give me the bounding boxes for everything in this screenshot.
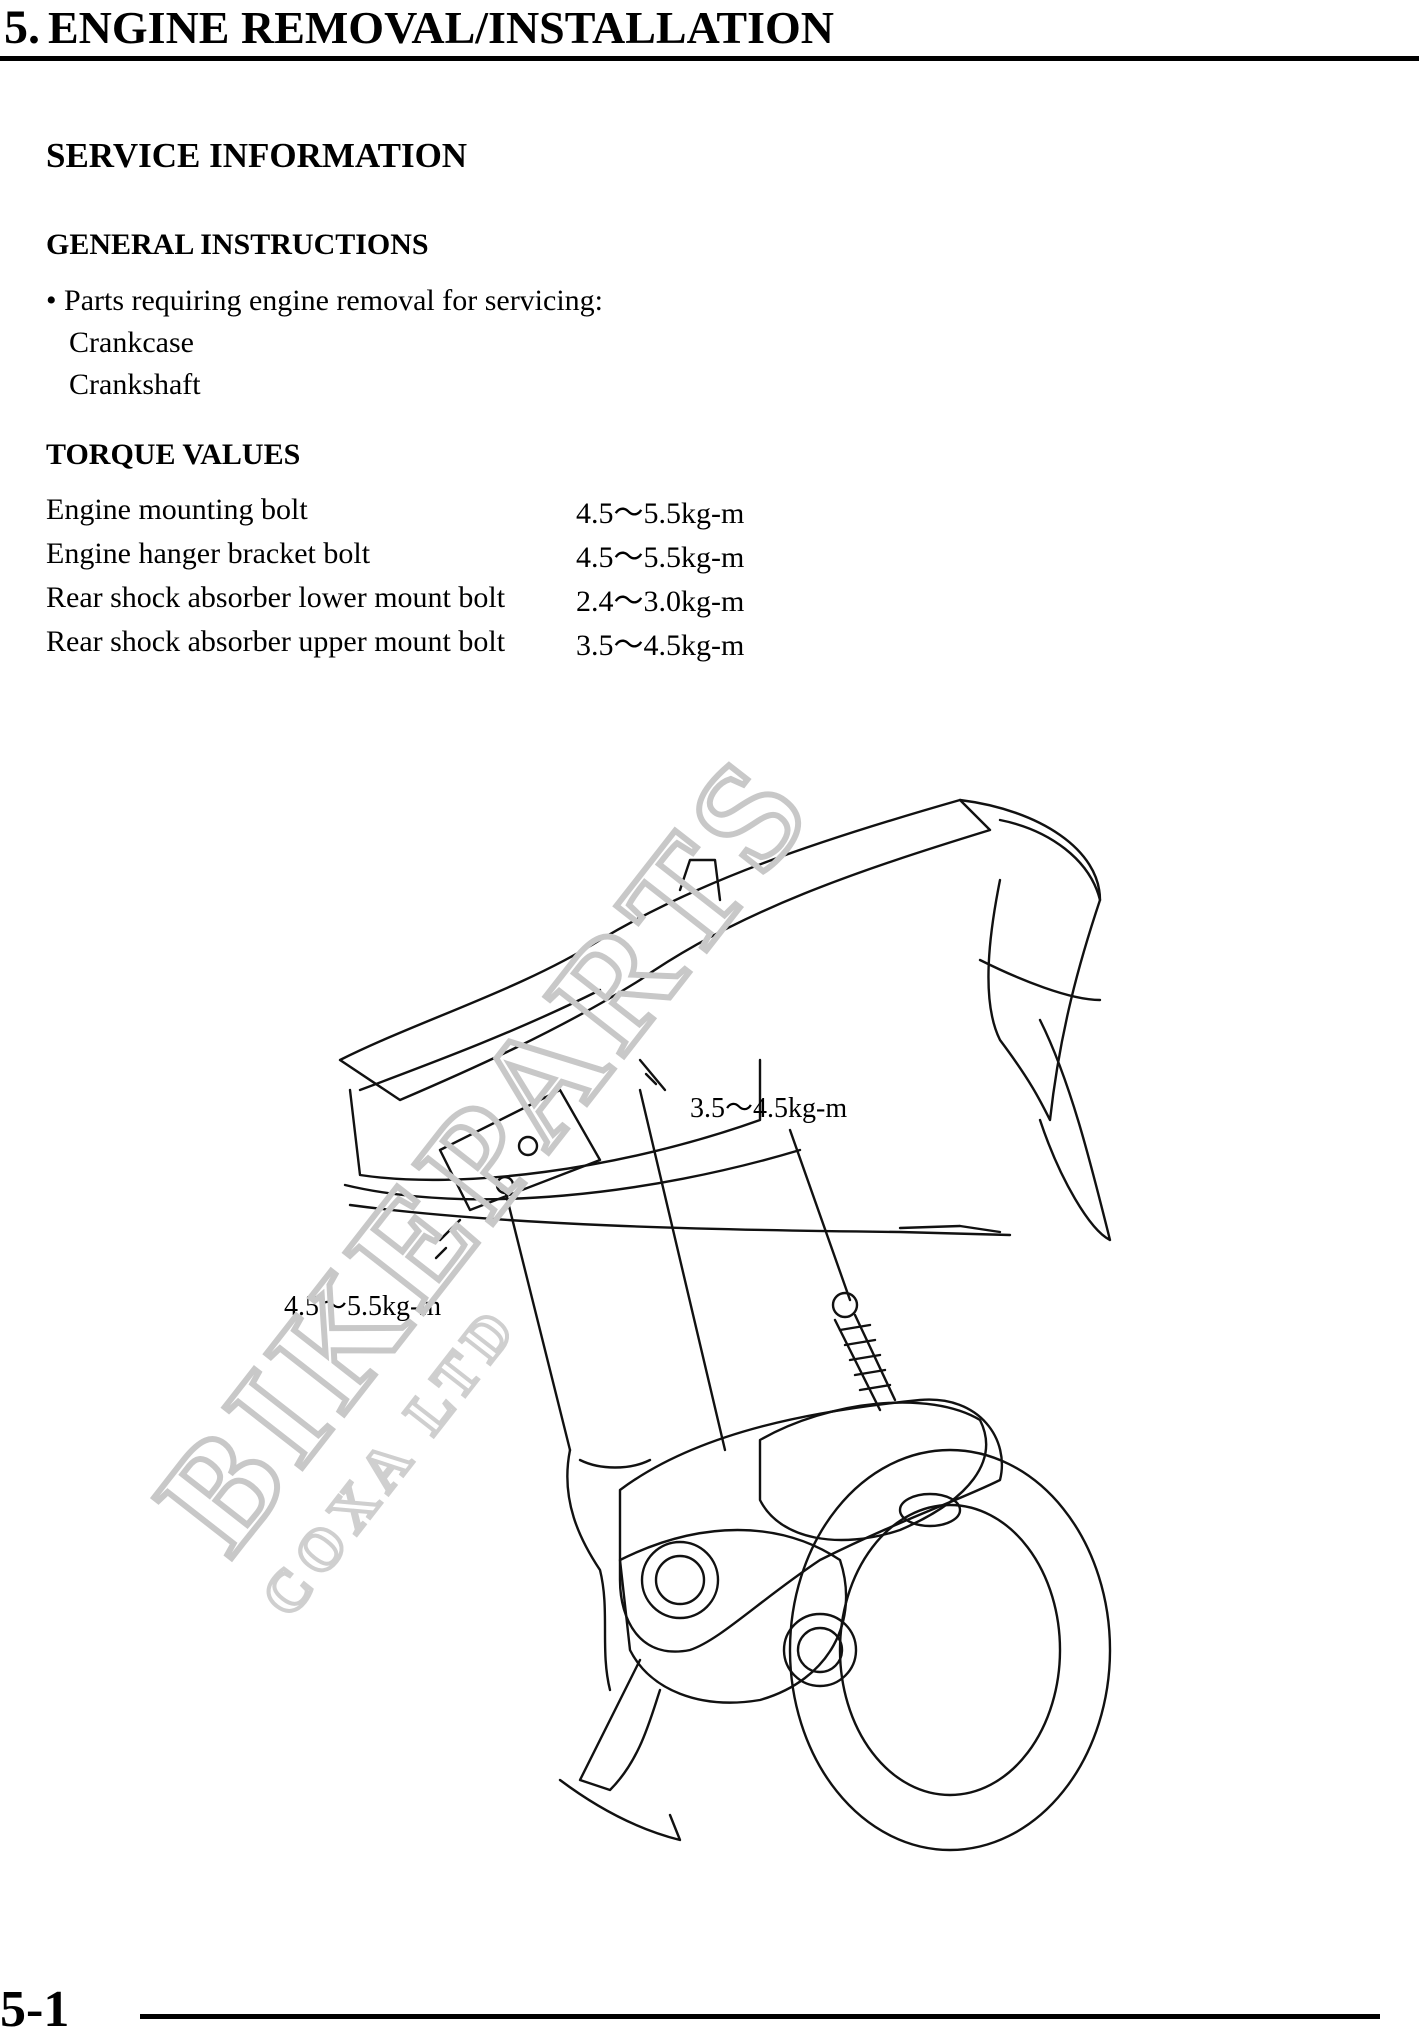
torque-row: Engine mounting bolt 4.5～5.5kg-m: [46, 488, 744, 532]
general-instructions-bullet: • Parts requiring engine removal for ser…: [46, 284, 604, 317]
title-rule: [0, 56, 1419, 61]
chapter-number: 5.: [4, 1, 40, 54]
torque-value: 2.4～3.0kg-m: [576, 585, 745, 618]
torque-value: 3.5～4.5kg-m: [576, 629, 745, 662]
watermark-main: BIKEPARTS: [125, 723, 846, 1581]
page-number: 5-1: [0, 1981, 70, 2038]
torque-callout-upper: 3.5～4.5kg-m: [690, 1093, 848, 1124]
torque-callout-lower: 4.5～5.5kg-m: [284, 1291, 442, 1322]
torque-item: Rear shock absorber lower mount bolt: [46, 581, 506, 614]
chapter-title-text: ENGINE REMOVAL/INSTALLATION: [48, 2, 834, 53]
torque-item: Rear shock absorber upper mount bolt: [46, 625, 506, 658]
part-item: Crankshaft: [69, 368, 201, 401]
footer-rule: [140, 2014, 1380, 2019]
torque-item: Engine hanger bracket bolt: [46, 537, 371, 570]
general-instructions-heading: GENERAL INSTRUCTIONS: [46, 228, 429, 261]
torque-values-heading: TORQUE VALUES: [46, 438, 301, 471]
torque-row: Rear shock absorber upper mount bolt 3.5…: [46, 620, 744, 664]
torque-value: 4.5～5.5kg-m: [576, 497, 745, 530]
torque-row: Rear shock absorber lower mount bolt 2.4…: [46, 576, 744, 620]
torque-row: Engine hanger bracket bolt 4.5～5.5kg-m: [46, 532, 744, 576]
torque-value: 4.5～5.5kg-m: [576, 541, 745, 574]
torque-item: Engine mounting bolt: [46, 493, 308, 526]
chapter-title: 5.ENGINE REMOVAL/INSTALLATION: [4, 0, 834, 56]
parts-list: Crankcase Crankshaft: [69, 322, 201, 406]
section-heading-service-information: SERVICE INFORMATION: [46, 136, 468, 175]
part-item: Crankcase: [69, 326, 194, 359]
torque-values-table: Engine mounting bolt 4.5～5.5kg-m Engine …: [46, 488, 744, 664]
